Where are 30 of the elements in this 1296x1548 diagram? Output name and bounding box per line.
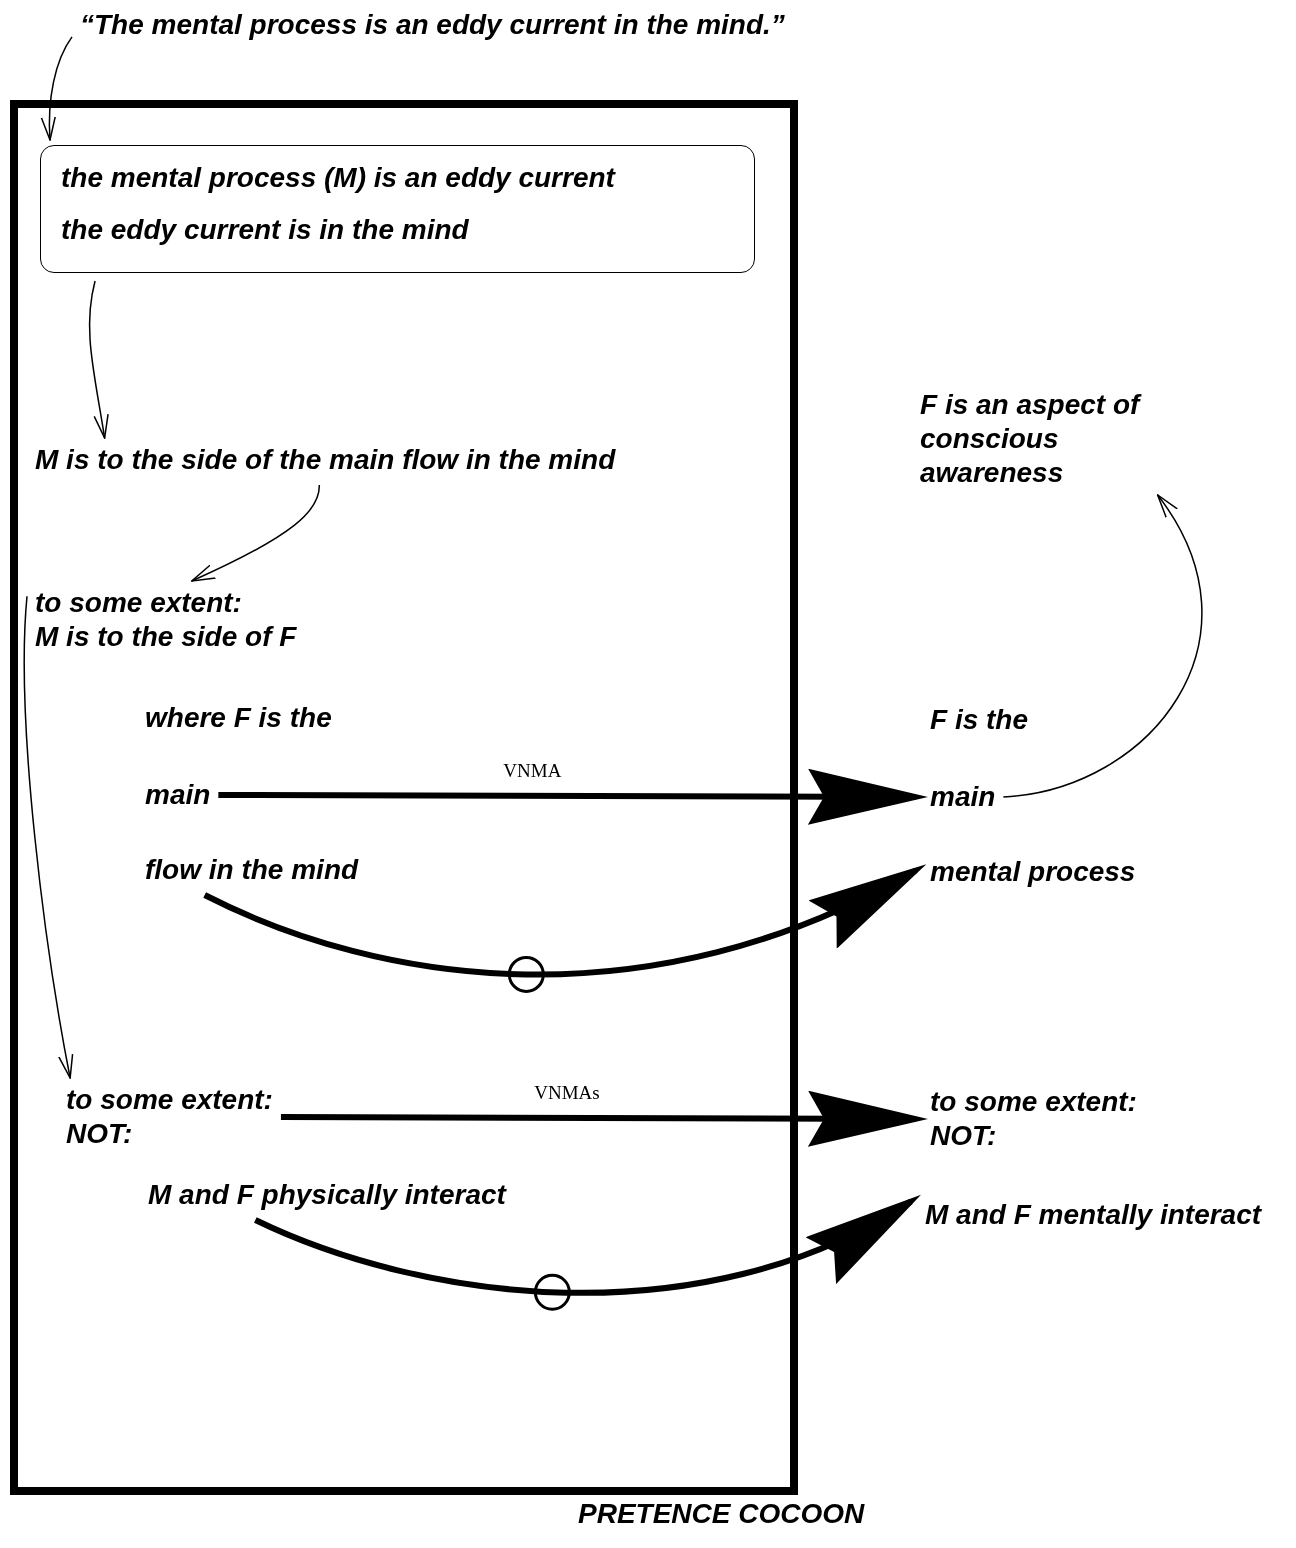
statement-text: mental process [930, 855, 1136, 889]
statement-text: M is to the side of the main flow in the mind [35, 443, 616, 477]
statement-text: flow in the mind [145, 853, 359, 887]
statement-text: F is the [930, 703, 1028, 737]
statement-text: NOT: [66, 1117, 134, 1151]
statement-box [40, 145, 755, 273]
arrow [191, 484, 321, 582]
statement-text: to some extent: [930, 1085, 1137, 1119]
arrow [218, 768, 928, 825]
statement-text: M and F physically interact [148, 1178, 506, 1212]
statement-text: the mental process (M) is an eddy current [61, 161, 617, 195]
arrow [254, 1195, 922, 1296]
arrow [41, 36, 73, 141]
arrow [1002, 494, 1203, 798]
arrow [280, 1090, 928, 1147]
statement-text: to some extent: [66, 1083, 273, 1117]
statement-text: main [930, 780, 996, 814]
arrow [203, 864, 927, 978]
statement-text: M and F mentally interact [925, 1198, 1262, 1232]
statement-text: the eddy current is in the mind [61, 213, 470, 247]
statement-text: where F is the [145, 701, 332, 735]
arrow [88, 280, 109, 439]
frame-title: PRETENCE COCOON [578, 1497, 865, 1531]
arrow [23, 595, 74, 1079]
statement-text: main [145, 778, 211, 812]
statement-text: to some extent: [35, 586, 243, 620]
statement-text: NOT: [930, 1119, 998, 1153]
quote-text: “The mental process is an eddy current in the mind.” [80, 8, 785, 42]
statement-text: F is an aspect of conscious awareness [920, 388, 1165, 490]
statement-text: M is to the side of F [35, 620, 297, 654]
